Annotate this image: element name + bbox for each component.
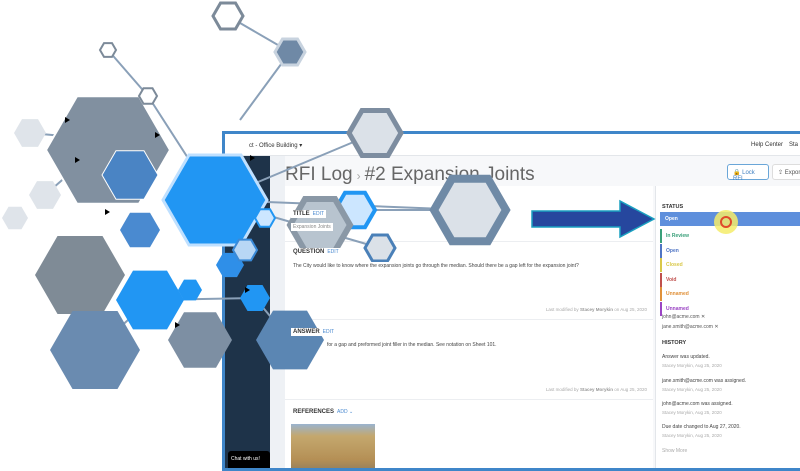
hexagon-icon [256, 310, 324, 370]
status-label: STATUS [662, 204, 684, 210]
hexagon-icon [346, 108, 404, 158]
edit-answer-link[interactable]: EDIT [322, 329, 335, 335]
play-triangle-icon [245, 287, 250, 293]
connector-line [107, 49, 149, 97]
history-label: HISTORY [662, 340, 687, 346]
pointer-arrow-icon [531, 199, 656, 239]
status-option[interactable]: In Review [660, 229, 800, 243]
title-value: Expansion Joints [291, 223, 333, 231]
question-text: The City would like to know where the ex… [291, 262, 581, 270]
breadcrumb-rfi-log[interactable]: RFI Log [285, 164, 353, 185]
hexagon-icon [253, 208, 277, 228]
help-center-link[interactable]: Help Center [751, 142, 784, 148]
hexagon-icon [363, 233, 397, 263]
answer-text: for a gap and preformed joint filler in … [325, 341, 499, 349]
hexagon-icon [178, 279, 202, 301]
hexagon-icon [98, 42, 118, 58]
show-more-link[interactable]: Show More [662, 448, 688, 454]
status-option[interactable]: Unnamed [660, 301, 800, 316]
hexagon-icon [161, 153, 269, 247]
hexagon-icon [231, 238, 259, 262]
last-modified: Last modified by Stacey Morykin on Aug 2… [545, 307, 647, 312]
lock-rfi-button[interactable]: 🔒 Lock RFI [727, 164, 769, 182]
export-button[interactable]: ⇪ Export [772, 164, 800, 180]
history-item: Due date changed to Aug 27, 2020.Stacey … [662, 424, 741, 438]
topbar-item[interactable]: Sta [789, 142, 799, 148]
hexagon-icon [50, 311, 140, 389]
hexagon-icon [101, 150, 159, 200]
click-ring-icon [720, 216, 732, 228]
edit-title-link[interactable]: EDIT [312, 211, 325, 217]
hexagon-icon [29, 181, 61, 209]
status-option[interactable]: Void [660, 272, 800, 287]
hexagon-icon [240, 285, 270, 311]
hexagon-icon [120, 212, 160, 248]
assignee[interactable]: jane.smith@acme.com ✕ [662, 324, 719, 330]
history-item: Answer was updated.Stacey Morykin, Aug 2… [662, 354, 722, 368]
last-modified: Last modified by Stacey Morykin on Aug 2… [545, 387, 647, 392]
hexagon-icon [35, 236, 125, 314]
status-option[interactable]: Unnamed [660, 287, 800, 301]
play-triangle-icon [155, 132, 160, 138]
hexagon-decoration-layer [2, 1, 738, 389]
edit-question-link[interactable]: EDIT [327, 249, 339, 255]
status-option[interactable]: Open [660, 243, 800, 258]
hexagon-icon [211, 1, 245, 31]
hexagon-icon [273, 37, 307, 67]
play-triangle-icon [175, 322, 180, 328]
history-item: jane.smith@acme.com was assigned.Stacey … [662, 378, 746, 392]
status-option[interactable]: Closed [660, 258, 800, 272]
hexagon-icon [2, 206, 28, 230]
play-triangle-icon [65, 117, 70, 123]
hexagon-icon [429, 174, 511, 246]
project-selector[interactable]: ct - Office Building ▾ [249, 143, 303, 149]
click-highlight-icon [714, 210, 738, 234]
hexagon-icon [116, 270, 184, 330]
assignee[interactable]: john@acme.com ✕ [662, 314, 706, 320]
history-item: john@acme.com was assigned.Stacey Moryki… [662, 401, 733, 415]
hexagon-icon [44, 95, 172, 205]
play-triangle-icon [250, 155, 255, 161]
play-triangle-icon [105, 209, 110, 215]
hexagon-icon [137, 87, 159, 105]
divider [285, 399, 653, 400]
play-triangle-icon [75, 157, 80, 163]
add-reference-link[interactable]: ADD ⌄ [337, 409, 354, 415]
hexagon-icon [168, 312, 232, 368]
divider [285, 319, 653, 320]
breadcrumb-separator: › [356, 169, 361, 183]
hexagon-icon [14, 119, 46, 147]
hexagon-icon [216, 252, 244, 278]
